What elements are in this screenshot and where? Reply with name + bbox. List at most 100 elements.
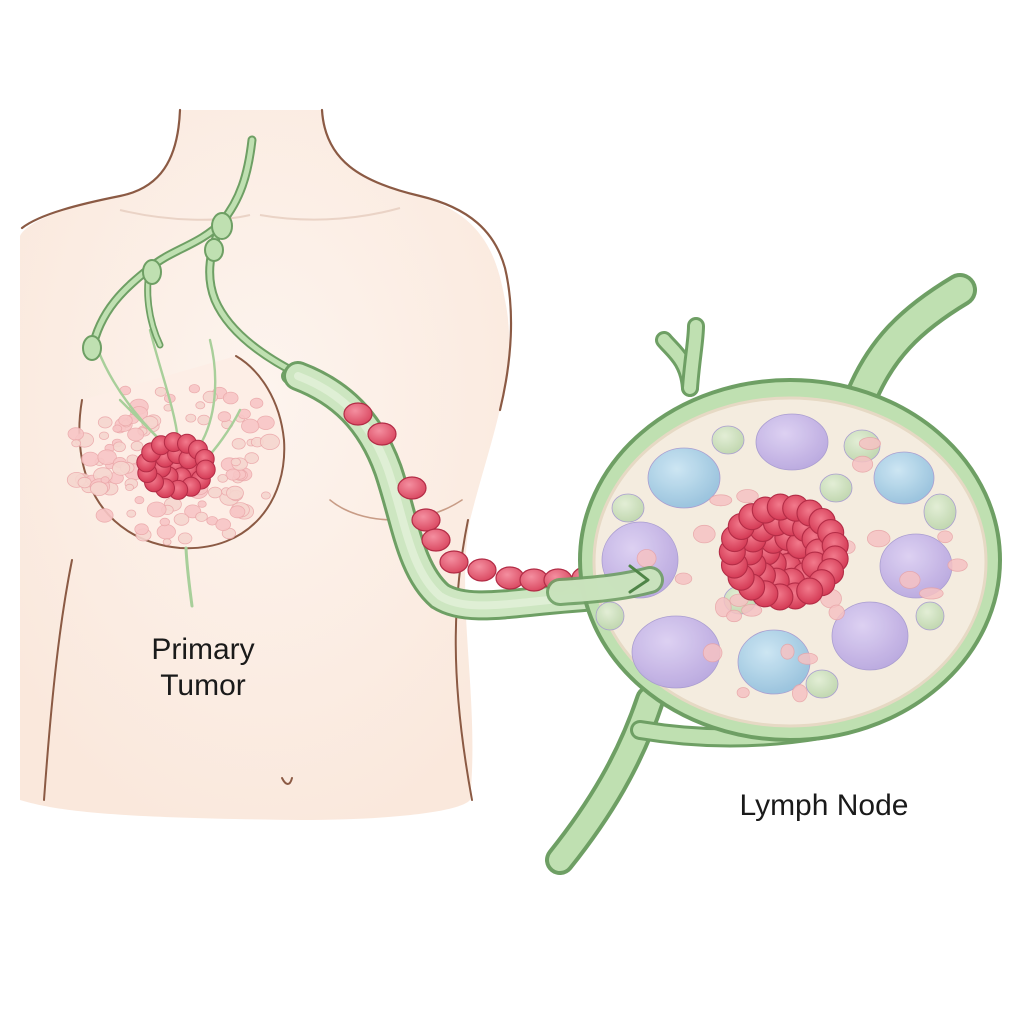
navel xyxy=(281,777,293,785)
lobule xyxy=(71,439,82,448)
lobule xyxy=(217,474,229,483)
follicle xyxy=(611,493,645,523)
follicle xyxy=(595,601,625,631)
lobule xyxy=(226,485,244,501)
lobule xyxy=(222,391,239,405)
lymph-node xyxy=(545,273,1002,875)
lymph-cell xyxy=(918,587,944,600)
lobule xyxy=(112,460,131,476)
lobule xyxy=(112,424,123,433)
lobule xyxy=(259,433,280,450)
lymph-cell xyxy=(709,494,733,507)
lobule xyxy=(81,451,100,467)
lymph-cell xyxy=(858,437,881,450)
follicle xyxy=(923,493,957,531)
lobule xyxy=(134,496,145,505)
follicle xyxy=(755,413,829,471)
lobule xyxy=(225,468,241,481)
lobule xyxy=(231,438,246,450)
lymph-cell xyxy=(741,603,763,617)
right-flank-line xyxy=(454,519,473,801)
follicle xyxy=(879,533,953,599)
lobule xyxy=(208,486,223,499)
lymph-cell xyxy=(797,652,818,665)
lobule xyxy=(230,457,241,467)
lobule xyxy=(260,491,271,500)
lobule xyxy=(98,431,110,440)
lobule xyxy=(195,511,208,522)
left-flank-line xyxy=(43,559,73,801)
lymph-cell xyxy=(791,684,808,703)
primary-tumor-label: Primary Tumor xyxy=(128,632,278,704)
migrating-cell xyxy=(439,550,469,574)
lobule xyxy=(159,517,171,527)
lobule xyxy=(197,500,207,508)
primary-tumor-label-line1: Primary xyxy=(151,633,255,666)
follicle xyxy=(819,473,853,503)
lobule xyxy=(177,532,193,545)
lobule xyxy=(127,427,145,442)
lobule xyxy=(118,414,133,427)
lobule xyxy=(154,386,167,397)
lobule xyxy=(244,452,259,464)
lobule xyxy=(100,476,110,484)
follicle xyxy=(831,601,909,671)
lobule xyxy=(90,481,109,497)
left-breast xyxy=(66,328,286,608)
lymph-node-label: Lymph Node xyxy=(739,789,909,822)
lobule xyxy=(215,518,232,531)
neck-right-line xyxy=(320,108,513,412)
metastatic-tumor xyxy=(718,493,849,611)
migrating-cell xyxy=(397,476,427,500)
lobule xyxy=(188,384,200,394)
lymph-cell xyxy=(714,597,732,618)
lobule xyxy=(229,505,246,519)
lymph-node-follicles xyxy=(595,413,968,703)
follicle xyxy=(711,425,745,455)
lobule xyxy=(256,415,275,431)
lobule xyxy=(112,441,126,453)
primary-tumor xyxy=(136,432,216,500)
lobule xyxy=(130,440,144,452)
lymph-cell xyxy=(899,571,921,589)
metastatic-cell xyxy=(796,577,824,605)
lymph-cell xyxy=(726,609,742,623)
lobule xyxy=(126,509,137,518)
lymph-cell xyxy=(780,643,795,660)
lobule xyxy=(146,501,167,518)
migrating-cell xyxy=(467,558,497,582)
follicle xyxy=(915,601,945,631)
neck-left-line xyxy=(20,108,182,230)
lobule xyxy=(249,397,264,409)
lobule xyxy=(67,427,85,441)
lymph-cell xyxy=(674,572,693,585)
lobule xyxy=(241,418,260,434)
migrating-cell xyxy=(343,402,373,426)
lobule xyxy=(156,524,176,540)
lymph-cell xyxy=(852,455,874,473)
lobule xyxy=(95,508,114,523)
flow-arrow xyxy=(628,564,650,594)
follicle xyxy=(873,451,935,505)
lymph-cell xyxy=(867,529,891,548)
lobule xyxy=(217,411,232,423)
lobule xyxy=(134,523,149,535)
lobule xyxy=(97,449,117,466)
lobule xyxy=(125,483,135,491)
lymph-cell xyxy=(937,530,953,544)
primary-tumor-label-line2: Tumor xyxy=(160,669,246,702)
lobule xyxy=(162,538,172,546)
lymph-cell xyxy=(947,558,968,572)
breast-lobules xyxy=(66,384,280,546)
migrating-cell xyxy=(411,508,441,532)
migrating-cell xyxy=(421,528,451,552)
follicle xyxy=(805,669,839,699)
lymph-cell xyxy=(636,549,657,568)
migrating-cell xyxy=(367,422,397,446)
lymph-cell xyxy=(828,604,845,621)
lymph-cell xyxy=(692,524,716,544)
lobule xyxy=(197,414,211,426)
lymph-cell xyxy=(702,643,723,663)
lobule xyxy=(173,513,190,526)
